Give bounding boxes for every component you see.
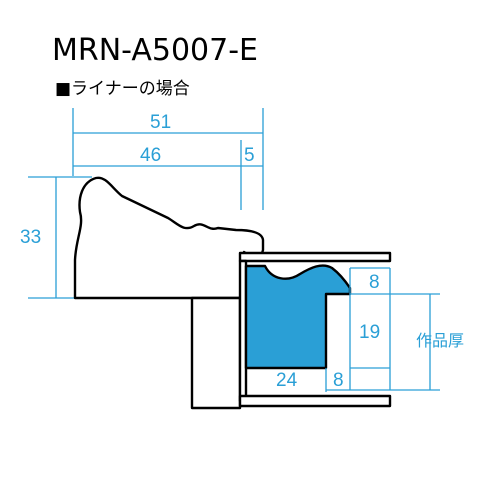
liner-top-strip xyxy=(238,251,392,263)
dimension-liner-top: 8 xyxy=(369,272,380,293)
dimension-total-width: 51 xyxy=(150,112,171,133)
subtitle: ■ライナーの場合 xyxy=(55,79,190,99)
height-dimension-lines xyxy=(28,176,92,299)
dimension-lip-width: 5 xyxy=(244,145,255,166)
dimension-back-width: 24 xyxy=(276,370,298,391)
dimension-liner-height: 19 xyxy=(359,322,380,343)
model-title: MRN-A5007-E xyxy=(52,33,258,68)
backing-board xyxy=(238,394,392,408)
top-dimension-lines xyxy=(72,108,264,210)
right-dimension-lines xyxy=(325,267,440,392)
dimension-artwork-thickness: 作品厚 xyxy=(416,331,464,350)
dimension-liner-lip: 8 xyxy=(333,370,344,391)
liner-profile xyxy=(244,264,352,370)
frame-moulding-profile xyxy=(73,176,265,300)
dimension-height: 33 xyxy=(20,227,41,248)
frame-back-rail xyxy=(190,296,242,410)
dimension-main-width: 46 xyxy=(140,145,161,166)
